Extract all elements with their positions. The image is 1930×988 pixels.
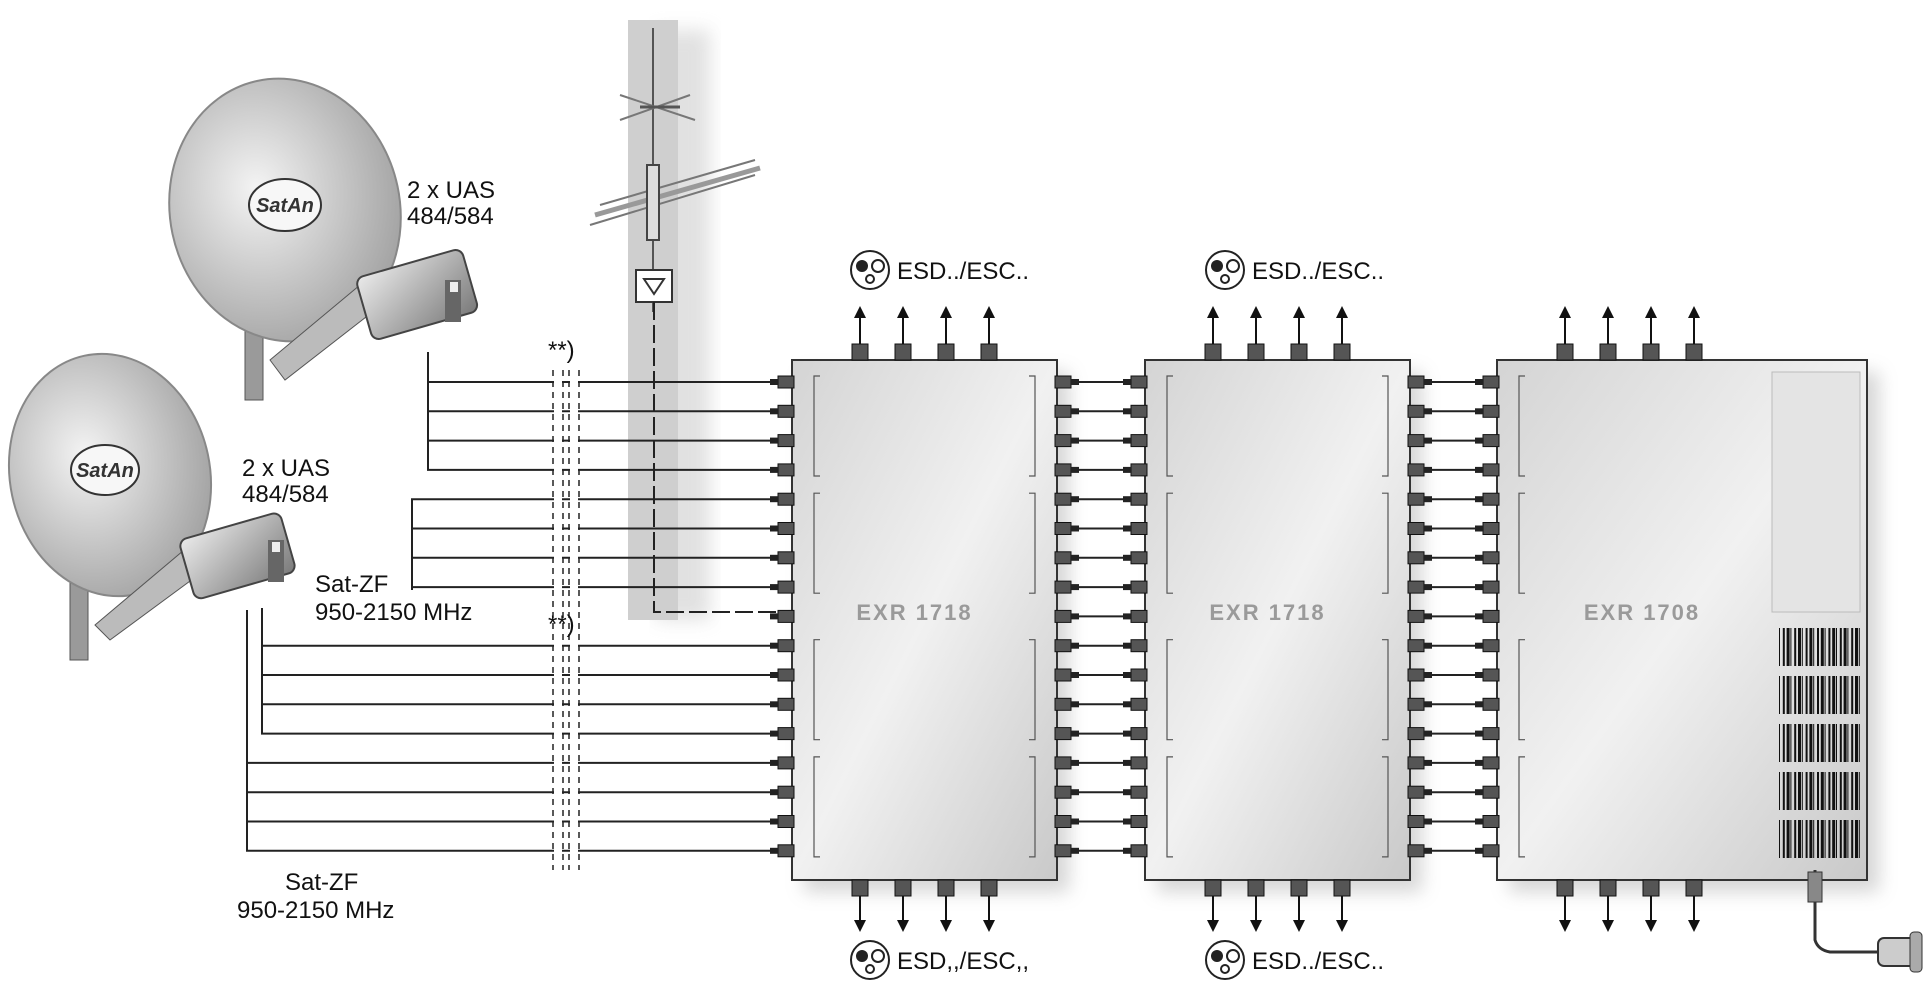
output-arrow-icon (1207, 306, 1219, 318)
dish-logo-text-1: SatAn (256, 195, 314, 217)
output-arrow-icon (1207, 920, 1219, 932)
lnb-label-1-line2: 484/584 (407, 203, 494, 230)
output-arrow-icon (1645, 920, 1657, 932)
socket-label-top-2: ESD../ESC.. (1252, 258, 1384, 285)
output-arrow-icon (1602, 920, 1614, 932)
output-arrow-icon (1250, 920, 1262, 932)
dish-logo-text-2: SatAn (76, 460, 134, 482)
multiswitch-chain: EXR 1718 EXR 1718 EXR 1708 (770, 306, 1879, 932)
multiswitch-module-1: EXR 1718 (770, 306, 1123, 932)
lnb-unit-1 (356, 248, 479, 340)
lnb-unit-2 (179, 512, 296, 600)
satzf-label-mid-line1: Sat-ZF (315, 571, 388, 598)
outlet-socket-icon (1205, 940, 1245, 980)
output-arrow-icon (897, 920, 909, 932)
satzf-label-mid-line2: 950-2150 MHz (315, 599, 472, 626)
satzf-label-bottom-line2: 950-2150 MHz (237, 897, 394, 924)
outlet-socket-icon (850, 250, 890, 290)
output-arrow-icon (1645, 306, 1657, 318)
socket-label-bottom-1: ESD,,/ESC,, (897, 948, 1029, 975)
outlet-socket-icon (1205, 250, 1245, 290)
socket-group-top-1: ESD../ESC.. (850, 250, 1029, 290)
input-cable (246, 610, 785, 823)
output-arrow-icon (1250, 306, 1262, 318)
input-cable (427, 352, 785, 383)
module-name: EXR 1718 (1209, 600, 1325, 625)
output-arrow-icon (940, 306, 952, 318)
socket-label-top-1: ESD../ESC.. (897, 258, 1029, 285)
asterisk-note-lower: **) (548, 611, 575, 638)
dish-logo-2: SatAn (70, 444, 140, 496)
input-cable (411, 556, 785, 590)
multiswitch-module-3: EXR 1708 (1475, 306, 1879, 932)
cable-break-markers (552, 370, 580, 870)
input-cable (411, 498, 785, 590)
input-cable (246, 610, 785, 794)
dish-logo-1: SatAn (248, 178, 322, 232)
multiswitch-module-2: EXR 1718 (1123, 306, 1475, 932)
output-arrow-icon (1559, 306, 1571, 318)
asterisk-note-upper: **) (548, 337, 575, 364)
socket-label-bottom-2: ESD../ESC.. (1252, 948, 1384, 975)
output-arrow-icon (1293, 306, 1305, 318)
input-cable (411, 527, 785, 590)
outlet-socket-icon (850, 940, 890, 980)
socket-group-bottom-2: ESD../ESC.. (1205, 940, 1384, 980)
input-cable (411, 586, 785, 590)
output-arrow-icon (1602, 306, 1614, 318)
output-arrow-icon (1293, 920, 1305, 932)
output-arrow-icon (983, 306, 995, 318)
output-arrow-icon (983, 920, 995, 932)
output-arrow-icon (854, 920, 866, 932)
output-arrow-icon (854, 306, 866, 318)
power-plug-icon (1807, 870, 1923, 973)
output-arrow-icon (1336, 306, 1348, 318)
input-cable (427, 352, 785, 442)
satzf-label-bottom-line1: Sat-ZF (285, 869, 358, 896)
amplifier-icon (635, 269, 673, 303)
terrestrial-antenna (589, 20, 761, 620)
lnb-label-2-line2: 484/584 (242, 481, 329, 508)
input-cable (261, 608, 785, 735)
output-arrow-icon (1688, 306, 1700, 318)
module-name: EXR 1708 (1584, 600, 1700, 625)
input-cable (246, 610, 785, 852)
module-name: EXR 1718 (856, 600, 972, 625)
lnb-label-2-line1: 2 x UAS (242, 455, 330, 482)
satellite-dish-1: SatAn 2 x UAS 484/584 (168, 77, 495, 401)
terrestrial-feed-cable (653, 302, 795, 613)
socket-group-bottom-1: ESD,,/ESC,, (850, 940, 1029, 980)
socket-group-top-2: ESD../ESC.. (1205, 250, 1384, 290)
output-arrow-icon (1559, 920, 1571, 932)
input-cables (246, 352, 785, 852)
output-arrow-icon (897, 306, 909, 318)
barcode-label (1779, 628, 1860, 858)
lnb-label-1-line1: 2 x UAS (407, 177, 495, 204)
output-arrow-icon (1688, 920, 1700, 932)
satellite-dish-2: SatAn 2 x UAS 484/584 (7, 352, 330, 661)
input-cable (246, 610, 785, 764)
output-arrow-icon (1336, 920, 1348, 932)
output-arrow-icon (940, 920, 952, 932)
input-cable (427, 352, 785, 471)
